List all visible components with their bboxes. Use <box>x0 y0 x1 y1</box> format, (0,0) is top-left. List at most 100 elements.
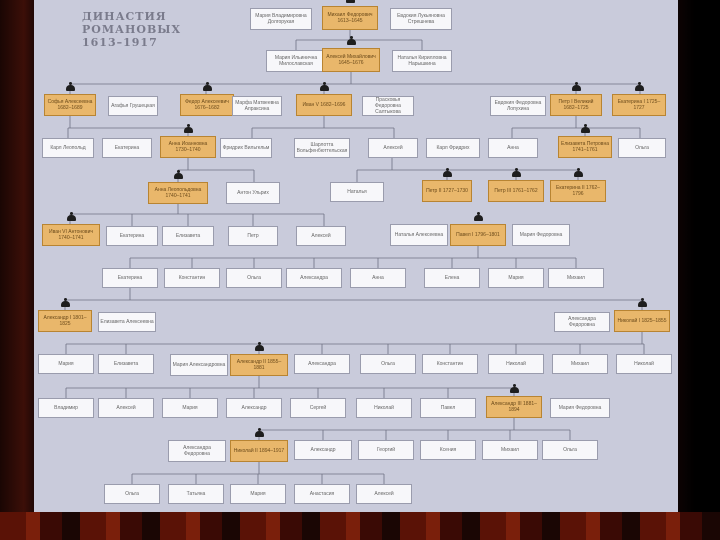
ruler-box: Николай I 1825–1855 <box>614 310 670 332</box>
crown-icon <box>184 124 193 133</box>
member-box: Алексей <box>368 138 418 158</box>
member-box: Мария <box>38 354 94 374</box>
crown-icon <box>574 168 583 177</box>
member-box: Константин <box>422 354 478 374</box>
crown-icon <box>346 0 355 3</box>
ruler-box: Александр II 1855–1881 <box>230 354 288 376</box>
ruler-box: Александр I 1801–1825 <box>38 310 92 332</box>
member-box: Прасковья Федоровна Салтыкова <box>362 96 414 116</box>
member-box: Николай <box>616 354 672 374</box>
left-curtain <box>0 0 34 540</box>
member-box: Александр <box>226 398 282 418</box>
member-box: Татьяна <box>168 484 224 504</box>
member-box: Ольга <box>542 440 598 460</box>
ruler-box: Павел I 1796–1801 <box>450 224 506 246</box>
ruler-box: Елизавета Петровна 1741–1761 <box>558 136 612 158</box>
member-box: Петр <box>228 226 278 246</box>
member-box: Александр <box>294 440 352 460</box>
crown-icon <box>510 384 519 393</box>
member-box: Ольга <box>226 268 282 288</box>
member-box: Николай <box>356 398 412 418</box>
member-box: Евдокия Лукьяновна Стрешнева <box>390 8 452 30</box>
ruler-box: Иван VI Антонович 1740–1741 <box>42 224 100 246</box>
ruler-box: Анна Леопольдовна 1740–1741 <box>148 182 208 204</box>
member-box: Мария Владимировна Долгорукая <box>250 8 312 30</box>
crown-icon <box>320 82 329 91</box>
member-box: Георгий <box>358 440 414 460</box>
member-box: Константин <box>164 268 220 288</box>
member-box: Михаил <box>552 354 608 374</box>
member-box: Михаил <box>548 268 604 288</box>
connector-lines <box>64 30 645 484</box>
member-box: Елизавета <box>162 226 214 246</box>
member-box: Мария <box>488 268 544 288</box>
member-box: Ксения <box>420 440 476 460</box>
member-box: Мария <box>230 484 286 504</box>
ruler-box: Петр II 1727–1730 <box>422 180 472 202</box>
ruler-box: Анна Иоанновна 1730–1740 <box>160 136 216 158</box>
member-box: Екатерина <box>102 138 152 158</box>
family-tree-panel: ДИНАСТИЯ РОМАНОВЫХ 1613–1917 Мария Влади… <box>34 0 678 512</box>
ruler-box: Александр III 1881–1894 <box>486 396 542 418</box>
member-box: Елизавета Алексеевна <box>98 312 156 332</box>
crown-icon <box>474 212 483 221</box>
crown-icon <box>512 168 521 177</box>
crown-icon <box>203 82 212 91</box>
ruler-box: Алексей Михайлович 1645–1676 <box>322 48 380 72</box>
member-box: Александра Федоровна <box>168 440 226 462</box>
tree-title-line-3: 1613–1917 <box>82 36 158 49</box>
member-box: Алексей <box>98 398 154 418</box>
ruler-box: Федор Алексеевич 1676–1682 <box>180 94 234 116</box>
member-box: Наталья Кирилловна Нарышкина <box>392 50 452 72</box>
tree-title-line-2: РОМАНОВЫХ <box>82 23 182 36</box>
member-box: Карл Леопольд <box>42 138 94 158</box>
member-box: Карл Фридрих <box>426 138 480 158</box>
member-box: Наталья <box>330 182 384 202</box>
member-box: Павел <box>420 398 476 418</box>
ruler-box: Екатерина I 1725–1727 <box>612 94 666 116</box>
member-box: Мария Федоровна <box>512 224 570 246</box>
ruler-box: Петр III 1761–1762 <box>488 180 544 202</box>
crown-icon <box>66 82 75 91</box>
member-box: Владимир <box>38 398 94 418</box>
crown-icon <box>255 428 264 437</box>
tree-title: ДИНАСТИЯ РОМАНОВЫХ 1613–1917 <box>82 10 181 49</box>
member-box: Агафья Грушецкая <box>108 96 158 116</box>
member-box: Михаил <box>482 440 538 460</box>
member-box: Мария Александровна <box>170 354 228 376</box>
member-box: Марфа Матвеевна Апраксина <box>232 96 282 116</box>
member-box: Мария Федоровна <box>550 398 610 418</box>
crown-icon <box>61 298 70 307</box>
ruler-box: Петр I Великий 1682–1725 <box>550 94 602 116</box>
ruler-box: Николай II 1894–1917 <box>230 440 288 462</box>
crown-icon <box>635 82 644 91</box>
member-box: Анастасия <box>294 484 350 504</box>
member-box: Елизавета <box>98 354 154 374</box>
member-box: Наталья Алексеевна <box>390 224 448 246</box>
right-curtain <box>678 0 720 540</box>
member-box: Елена <box>424 268 480 288</box>
member-box: Анна <box>488 138 538 158</box>
member-box: Екатерина <box>102 268 158 288</box>
member-box: Мария Ильинична Милославская <box>266 50 326 72</box>
member-box: Алексей <box>356 484 412 504</box>
crown-icon <box>443 168 452 177</box>
member-box: Мария <box>162 398 218 418</box>
member-box: Александра Федоровна <box>554 312 610 332</box>
crown-icon <box>638 298 647 307</box>
crown-icon <box>347 36 356 45</box>
crown-icon <box>572 82 581 91</box>
member-box: Николай <box>488 354 544 374</box>
member-box: Ольга <box>360 354 416 374</box>
crown-icon <box>174 170 183 179</box>
member-box: Ольга <box>104 484 160 504</box>
bottom-curtain-band <box>0 512 720 540</box>
member-box: Александра <box>286 268 342 288</box>
ruler-box: Иван V 1682–1696 <box>296 94 352 116</box>
tree-title-line-1: ДИНАСТИЯ <box>82 10 167 23</box>
member-box: Фридрих Вильгельм <box>220 138 272 158</box>
member-box: Анна <box>350 268 406 288</box>
member-box: Сергей <box>290 398 346 418</box>
member-box: Алексей <box>296 226 346 246</box>
ruler-box: Екатерина II 1762–1796 <box>550 180 606 202</box>
